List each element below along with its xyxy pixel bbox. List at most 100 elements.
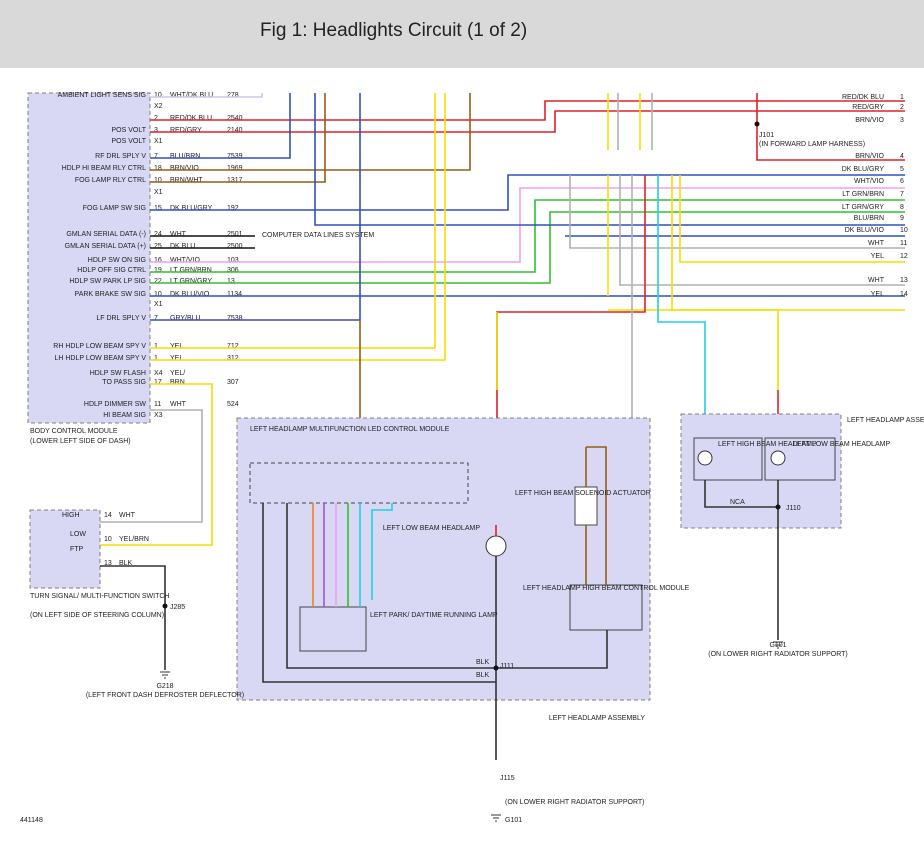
wire-blk-20 [286, 503, 496, 669]
bus-pin-number: 3 [900, 117, 904, 124]
bus-pin-number: 11 [900, 240, 907, 247]
bcm-pin: X3 [154, 412, 163, 419]
j101-junction [754, 121, 760, 127]
right-high-beam-label: LEFT HIGH BEAM HEADLAMP [718, 441, 817, 448]
bcm-signal-label: RF DRL SPLY V [95, 153, 146, 160]
wire-lt-grn-gry [150, 211, 905, 284]
g101-location: (ON LOWER RIGHT RADIATOR SUPPORT) [505, 799, 645, 806]
wire-brn-wht [150, 93, 326, 183]
switch-wire-10: YEL/BRN [119, 536, 149, 543]
bcm-wire-color: WHT [170, 401, 187, 408]
bus-pin-number: 14 [900, 291, 908, 298]
bcm-pin: X2 [154, 103, 163, 110]
bcm-wire-color: WHT/VIO [170, 257, 200, 264]
bcm-circuit-number: 2140 [227, 127, 243, 134]
ground-g101-left [491, 814, 501, 822]
bus-wire-label: YEL [871, 253, 884, 260]
bcm-signal-label: FOG LAMP SW SIG [83, 205, 146, 212]
high-beam-control-module [569, 584, 643, 631]
bus-wire-label: BRN/VIO [855, 153, 884, 160]
bcm-signal-label: HDLP SW ON SIG [88, 257, 146, 264]
bus-wire-label: WHT/VIO [854, 178, 884, 185]
j111-label: J111 [500, 663, 514, 670]
bcm-pin: X1 [154, 301, 163, 308]
bcm-pin: 2 [154, 115, 158, 122]
wire-blk-right [704, 480, 778, 508]
bus-pin-number: 1 [900, 94, 904, 101]
switch-pin-10: 10 [104, 536, 112, 543]
body-control-module-box [27, 92, 151, 424]
switch-low-label: LOW [70, 531, 86, 538]
right-assembly-label: LEFT HEADLAMP ASSEMBLY [847, 417, 924, 424]
bcm-pin: 1 [154, 343, 158, 350]
bcm-wire-color: WHT/DK BLU [170, 92, 213, 99]
bcm-signal-label: TO PASS SIG [102, 379, 146, 386]
switch-pin-14: 14 [104, 512, 112, 519]
bcm-circuit-number: 307 [227, 379, 239, 386]
wire-red-gry [150, 110, 905, 133]
bus-wire-label: LT GRN/GRY [842, 204, 884, 211]
ground-g101-right [773, 641, 783, 649]
bcm-circuit-number: 7538 [227, 315, 243, 322]
bus-wire-label: WHT [868, 277, 885, 284]
bus-wire-label: BRN/VIO [855, 117, 884, 124]
bus-wire-label: BLU/BRN [854, 215, 884, 222]
wire-yel-right [671, 175, 779, 390]
j111-junction [493, 665, 499, 671]
bcm-pin: 25 [154, 243, 162, 250]
solenoid-label: LEFT HIGH BEAM SOLENOID ACTUATOR [515, 490, 651, 497]
bcm-signal-label: HDLP OFF SIG CTRL [77, 267, 146, 274]
wire-blu-brn [150, 93, 291, 159]
bcm-circuit-number: 103 [227, 257, 239, 264]
bus-wire-label: DK BLU/VIO [845, 227, 885, 234]
bcm-wire-color: RED/DK BLU [170, 115, 212, 122]
bcm-pin: 10 [154, 291, 162, 298]
j101-note: (IN FORWARD LAMP HARNESS) [759, 141, 865, 148]
wire-lt-grn-brn [150, 199, 905, 273]
g218-location: (LEFT FRONT DASH DEFROSTER DEFLECTOR) [86, 692, 244, 699]
left-assembly-label: LEFT HEADLAMP ASSEMBLY [549, 715, 645, 722]
turn-signal-switch-box [29, 509, 101, 589]
bus-pin-number: 4 [900, 153, 904, 160]
right-g101-location: (ON LOWER RIGHT RADIATOR SUPPORT) [708, 651, 848, 658]
header-bar: Fig 1: Headlights Circuit (1 of 2) [0, 0, 924, 68]
bcm-wire-color: DK BLU/VIO [170, 291, 210, 298]
j285-label: J285 [170, 604, 185, 611]
bcm-pin: 10 [154, 177, 162, 184]
bcm-signal-label: GMLAN SERIAL DATA (+) [65, 243, 146, 250]
bcm-circuit-number: 13 [227, 278, 235, 285]
left-low-beam-label: LEFT LOW BEAM HEADLAMP [383, 525, 480, 532]
bus-pin-number: 12 [900, 253, 908, 260]
bcm-pin: 16 [154, 257, 162, 264]
wire-yel-brn [100, 383, 213, 546]
high-beam-bulb [697, 450, 713, 466]
high-beam-headlamp-box [693, 437, 763, 481]
bcm-pin: 11 [154, 401, 161, 408]
wire-red-dk-blu [150, 100, 905, 121]
bcm-circuit-number: 278 [227, 92, 239, 99]
bcm-signal-label: POS VOLT [112, 138, 147, 145]
bcm-signal-label: FOG LAMP RLY CTRL [75, 177, 146, 184]
bcm-circuit-number: 2501 [227, 231, 243, 238]
bcm-circuit-number: 1969 [227, 165, 243, 172]
g218-label: G218 [156, 683, 173, 690]
g101-label: G101 [505, 817, 522, 824]
high-beam-module-label: LEFT HEADLAMP HIGH BEAM CONTROL MODULE [523, 585, 690, 592]
wire-dk-blu-gry [150, 174, 905, 211]
bcm-location: (LOWER LEFT SIDE OF DASH) [30, 438, 131, 445]
bcm-wire-color: YEL [170, 355, 183, 362]
blk-wire-label: BLK [476, 659, 490, 666]
wire-blu-brn-right [314, 93, 905, 226]
bcm-signal-label: HDLP HI BEAM RLY CTRL [62, 165, 147, 172]
bcm-wire-color: BRN [170, 379, 185, 386]
bus-pin-number: 9 [900, 215, 904, 222]
bcm-pin: 22 [154, 278, 162, 285]
bcm-wire-color: LT GRN/GRY [170, 278, 212, 285]
wire-wht-dk-blu [150, 93, 263, 98]
bus-pin-number: 6 [900, 178, 904, 185]
bcm-signal-label: GMLAN SERIAL DATA (-) [66, 231, 146, 238]
bcm-circuit-number: 1134 [227, 291, 242, 298]
bcm-pin: 15 [154, 205, 162, 212]
